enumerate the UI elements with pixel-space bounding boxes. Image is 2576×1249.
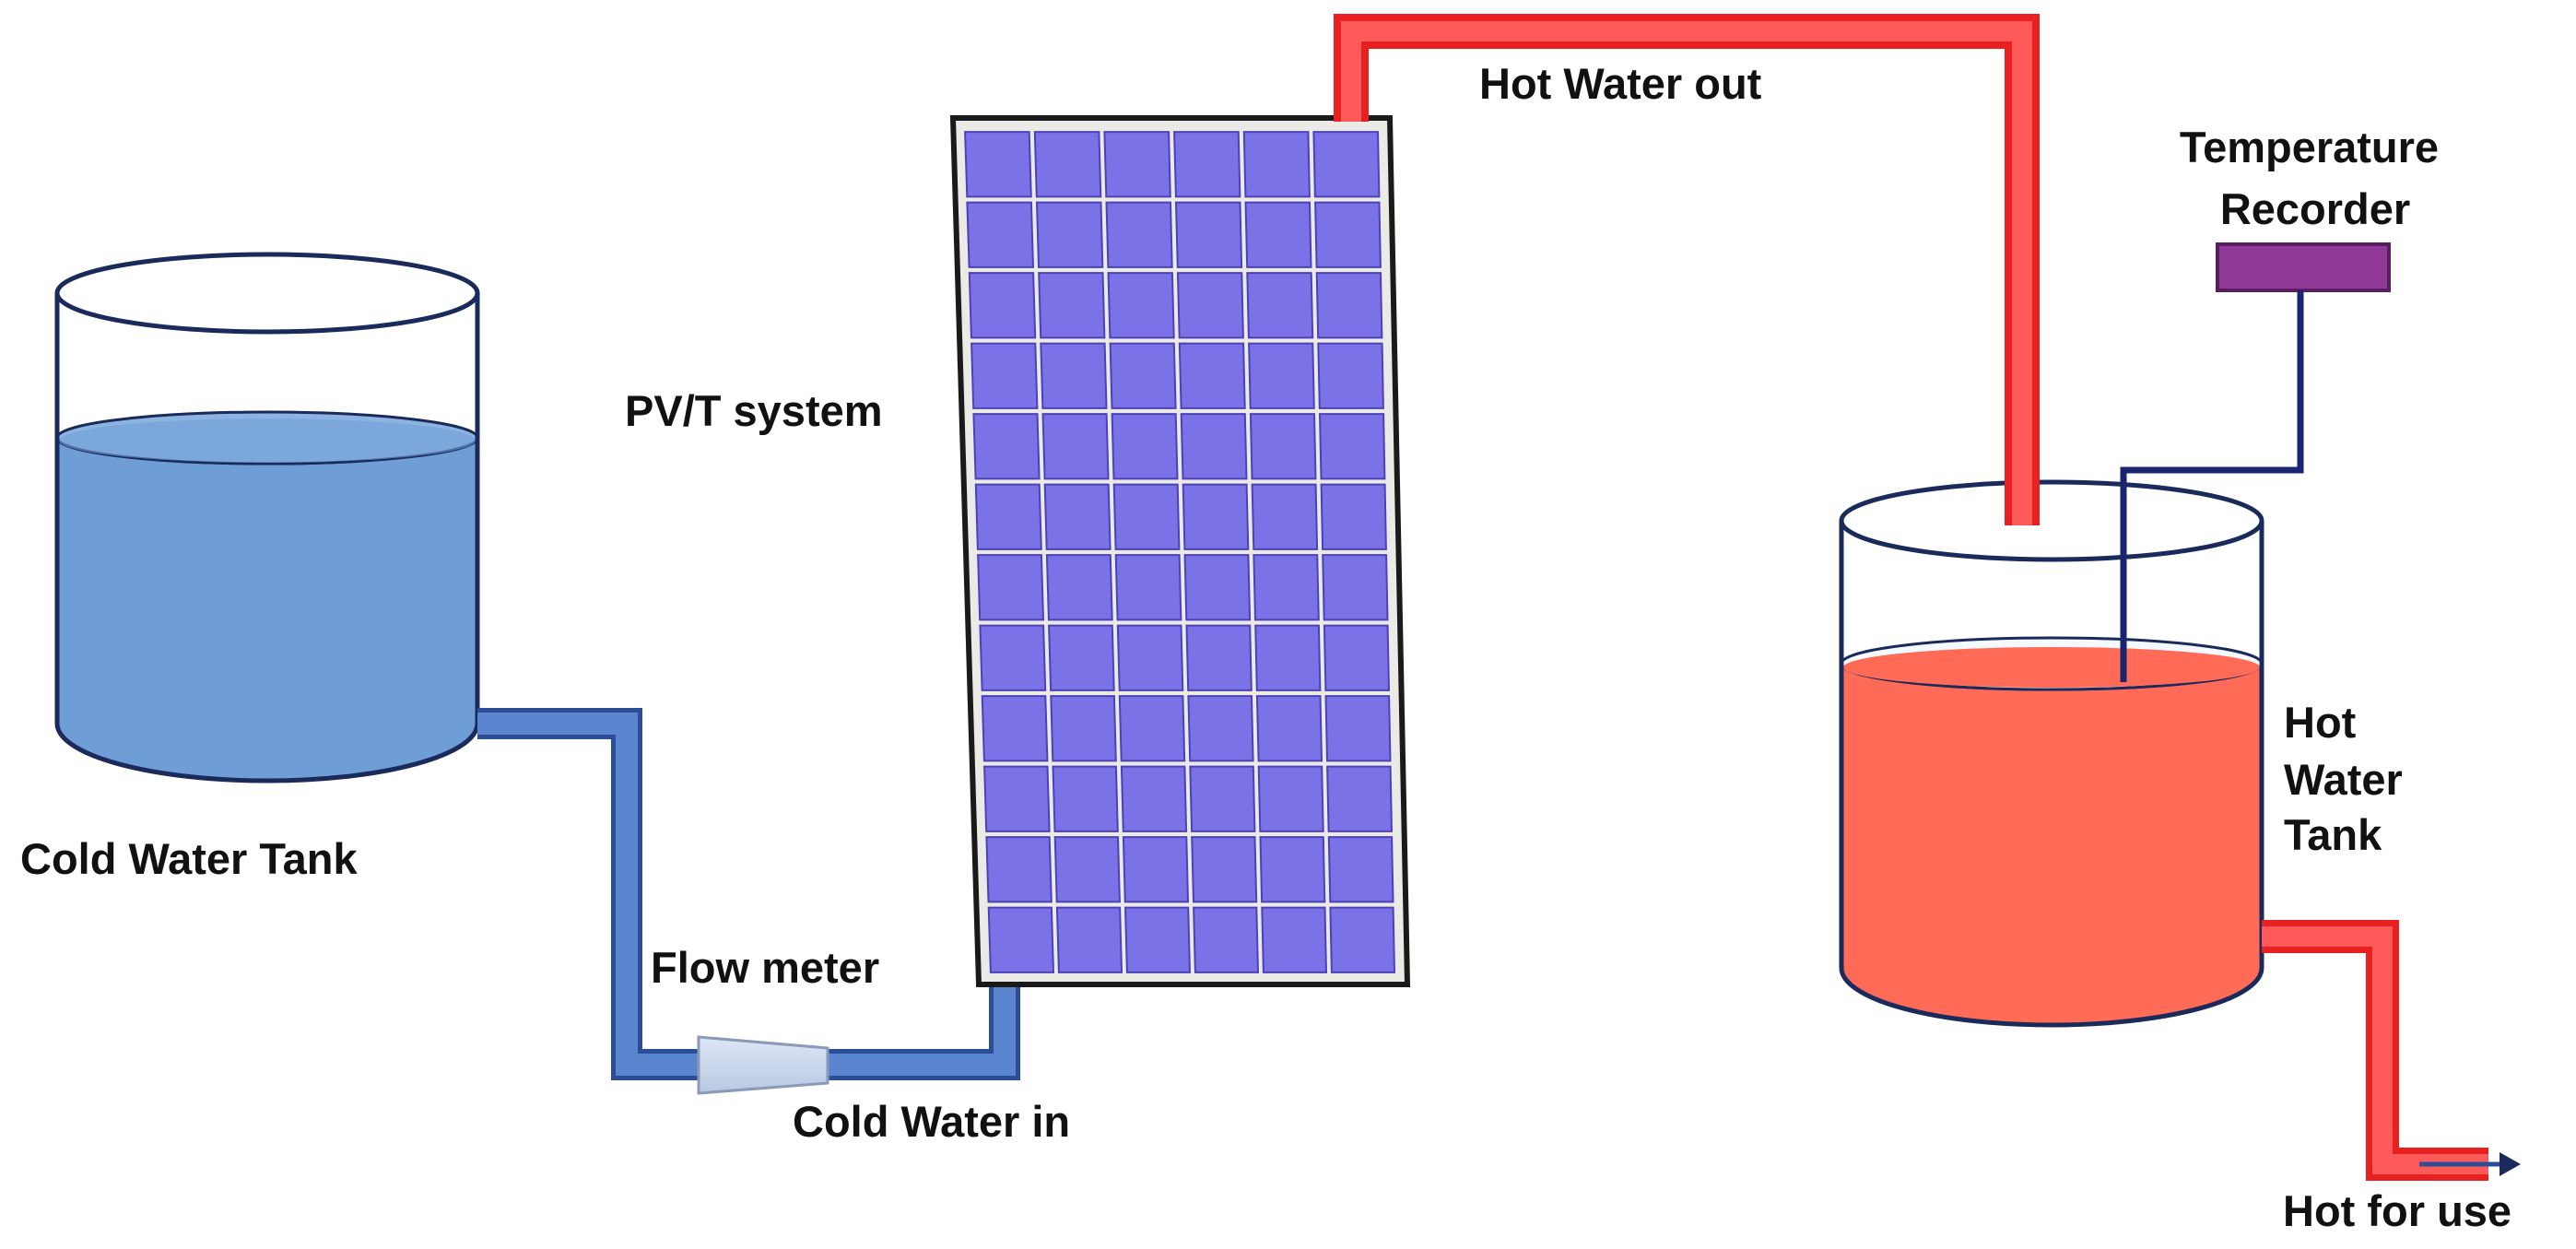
pv-cell (1322, 554, 1389, 621)
hot-water-pipe (1334, 14, 2040, 524)
pv-cell (1324, 695, 1392, 762)
label-hot-for-use: Hot for use (2283, 1186, 2511, 1235)
pv-cell (1193, 906, 1260, 973)
pv-cell (987, 906, 1055, 973)
pv-cell (1174, 201, 1243, 268)
pv-cell (1315, 272, 1383, 339)
pv-cell (1326, 765, 1394, 832)
label-cold-water-in: Cold Water in (793, 1097, 1070, 1146)
pv-cell (1050, 695, 1117, 762)
pv-cell (1183, 554, 1252, 621)
pv-cell (1105, 201, 1173, 268)
label-cold-water-tank: Cold Water Tank (20, 834, 358, 883)
cold-water (55, 437, 479, 783)
label-temperature-recorder-line1: Temperature (2180, 123, 2439, 171)
pvt-panel (949, 115, 1411, 987)
hot-water (1840, 663, 2264, 1027)
label-hot-water-tank: Hot Water Tank (2284, 698, 2415, 859)
pv-cell (972, 413, 1041, 480)
pv-cell (974, 483, 1042, 550)
label-hot-water-out: Hot Water out (1479, 59, 1762, 108)
pv-cell (1327, 836, 1394, 903)
pv-cell (985, 836, 1053, 903)
pv-cell (1048, 624, 1115, 691)
pv-cell (1041, 413, 1110, 480)
pv-cell (1040, 342, 1108, 409)
cold-water-pipe (477, 708, 1020, 1080)
pv-cell (964, 131, 1032, 198)
pv-cell (1320, 483, 1387, 550)
pv-cell (1180, 413, 1248, 480)
pv-cell (1329, 906, 1396, 973)
pv-cell (1248, 342, 1315, 409)
cold-water-tank (54, 252, 480, 784)
pv-cell (1261, 906, 1328, 973)
pv-cell (1118, 695, 1186, 762)
pv-cell (1116, 624, 1184, 691)
pv-cell (977, 554, 1045, 621)
pv-cell-grid (964, 131, 1396, 973)
pv-cell (979, 624, 1047, 691)
pv-cell (1107, 272, 1175, 339)
label-hot-water-tank-line2: Water (2284, 755, 2403, 804)
pv-cell (1033, 131, 1102, 198)
pv-cell (1314, 201, 1382, 268)
pv-cell (1249, 413, 1317, 480)
pv-cell (1318, 413, 1386, 480)
pv-cell (1187, 695, 1254, 762)
pv-cell (1173, 131, 1241, 198)
pv-cell (1176, 272, 1244, 339)
pv-cell (1038, 272, 1106, 339)
pv-cell (1312, 131, 1381, 198)
pv-cell (1045, 554, 1113, 621)
hot-water-tank (1839, 479, 2264, 1028)
pv-cell (1189, 765, 1256, 832)
pv-cell (1257, 765, 1324, 832)
hot-use-pipe (2262, 920, 2488, 1181)
pv-cell (1035, 201, 1104, 268)
pv-cell (1253, 554, 1320, 621)
label-flow-meter: Flow meter (651, 943, 879, 992)
label-temperature-recorder: Temperature Recorder (2180, 123, 2451, 233)
pv-cell (1120, 765, 1188, 832)
pv-cell (1246, 272, 1314, 339)
pv-cell (1111, 413, 1179, 480)
flow-meter (697, 1035, 829, 1095)
pv-cell (1242, 131, 1311, 198)
label-hot-water-tank-line1: Hot (2284, 698, 2357, 747)
pv-cell (1259, 836, 1326, 903)
pv-cell (1317, 342, 1384, 409)
pv-cell (1191, 836, 1258, 903)
pv-cell (1178, 342, 1246, 409)
flow-arrow-icon (2419, 1152, 2521, 1176)
pv-cell (981, 695, 1049, 762)
pv-cell (970, 342, 1039, 409)
pv-cell (966, 201, 1035, 268)
pv-cell (983, 765, 1051, 832)
pv-cell (1043, 483, 1112, 550)
pv-cell (1052, 765, 1119, 832)
pv-cell (1109, 342, 1177, 409)
pv-cell (1055, 906, 1123, 973)
pv-cell (1254, 624, 1322, 691)
pv-cell (1323, 624, 1391, 691)
label-hot-water-tank-line3: Tank (2284, 810, 2382, 859)
pv-cell (1244, 201, 1312, 268)
pv-cell (1255, 695, 1323, 762)
label-pvt-system: PV/T system (625, 386, 883, 435)
pv-cell (1185, 624, 1253, 691)
pv-cell (968, 272, 1037, 339)
label-temperature-recorder-line2: Recorder (2220, 184, 2410, 233)
pv-cell (1103, 131, 1171, 198)
pv-cell (1114, 554, 1182, 621)
pv-cell (1053, 836, 1121, 903)
pv-cell (1112, 483, 1181, 550)
pv-cell (1251, 483, 1319, 550)
pv-cell (1182, 483, 1250, 550)
pv-cell (1122, 836, 1190, 903)
pv-cell (1123, 906, 1192, 973)
